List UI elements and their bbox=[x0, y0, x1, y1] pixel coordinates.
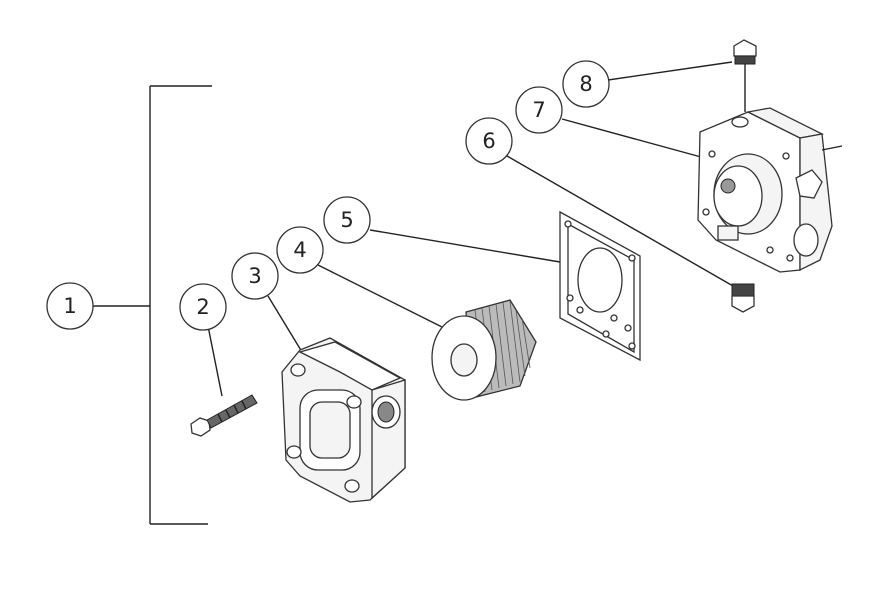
callout-8: 8 bbox=[562, 60, 610, 108]
bolt-part bbox=[190, 394, 258, 437]
callout-label-4: 4 bbox=[293, 238, 306, 262]
callout-label-2: 2 bbox=[196, 295, 209, 319]
callout-7: 7 bbox=[515, 86, 563, 134]
filter-housing-part bbox=[281, 337, 406, 503]
callout-3: 3 bbox=[231, 252, 279, 300]
leader-lines bbox=[207, 61, 741, 397]
callout-6: 6 bbox=[465, 117, 513, 165]
top-plug-part bbox=[733, 39, 757, 112]
callout-label-3: 3 bbox=[248, 264, 261, 288]
gasket-part bbox=[559, 210, 641, 362]
callout-label-5: 5 bbox=[340, 208, 353, 232]
callout-5: 5 bbox=[323, 196, 371, 244]
callout-label-8: 8 bbox=[579, 72, 592, 96]
assembly-bracket bbox=[93, 85, 212, 525]
callout-1: 1 bbox=[46, 282, 94, 330]
filter-element-part bbox=[431, 299, 537, 401]
bottom-plug-part bbox=[731, 283, 755, 313]
callout-2: 2 bbox=[179, 283, 227, 331]
callout-label-6: 6 bbox=[482, 129, 495, 153]
callout-label-1: 1 bbox=[63, 294, 76, 318]
pump-body-part bbox=[697, 107, 843, 273]
callout-label-7: 7 bbox=[532, 98, 545, 122]
callout-4: 4 bbox=[276, 226, 324, 274]
